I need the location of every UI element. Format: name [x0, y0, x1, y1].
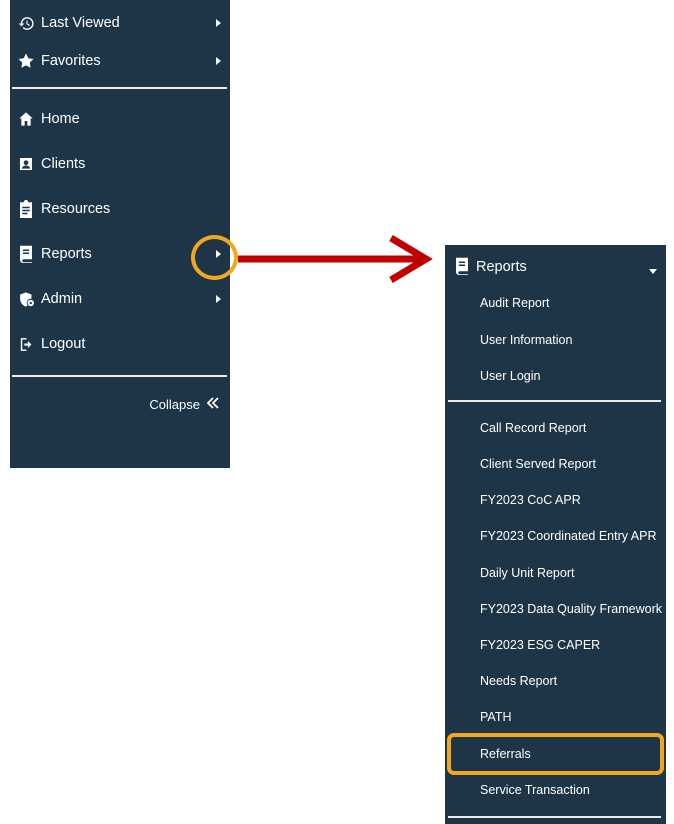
star-icon [17, 52, 35, 70]
double-chevron-left-icon [206, 396, 220, 413]
nav-item-label: Admin [41, 291, 83, 307]
report-path[interactable]: PATH [480, 710, 512, 724]
highlight-box [447, 733, 664, 775]
report-data-quality-framework[interactable]: FY2023 Data Quality Framework [480, 602, 663, 616]
nav-item-logout[interactable]: Logout [10, 329, 230, 359]
report-referrals[interactable]: Referrals [480, 747, 531, 761]
menu-divider [12, 375, 227, 377]
nav-item-label: Home [41, 111, 80, 127]
chevron-right-icon[interactable] [216, 19, 221, 27]
report-call-record[interactable]: Call Record Report [480, 421, 587, 435]
callout-arrow-icon [238, 234, 433, 284]
home-icon [17, 110, 35, 128]
report-user-login[interactable]: User Login [480, 369, 541, 383]
report-icon [454, 257, 470, 275]
collapse-label: Collapse [149, 397, 200, 412]
nav-item-label: Clients [41, 156, 86, 172]
report-coc-apr[interactable]: FY2023 CoC APR [480, 493, 581, 507]
chevron-right-icon[interactable] [216, 57, 221, 65]
clipboard-icon [17, 200, 35, 218]
report-coordinated-entry-apr[interactable]: FY2023 Coordinated Entry APR [480, 529, 657, 543]
report-icon [17, 245, 35, 263]
nav-item-clients[interactable]: Clients [10, 149, 230, 179]
nav-item-resources[interactable]: Resources [10, 194, 230, 224]
report-esg-caper[interactable]: FY2023 ESG CAPER [480, 638, 601, 652]
submenu-title: Reports [476, 259, 527, 275]
report-client-served[interactable]: Client Served Report [480, 457, 597, 471]
nav-item-label: Favorites [41, 53, 101, 69]
nav-item-label: Last Viewed [41, 15, 120, 31]
reports-submenu: Reports Audit Report User Information Us… [445, 245, 666, 824]
chevron-right-icon[interactable] [216, 295, 221, 303]
menu-divider [448, 816, 661, 818]
nav-item-label: Resources [41, 201, 111, 217]
menu-divider [448, 400, 661, 402]
nav-item-label: Logout [41, 336, 86, 352]
client-card-icon [17, 155, 35, 173]
nav-item-home[interactable]: Home [10, 104, 230, 134]
reports-submenu-header[interactable]: Reports [445, 250, 666, 284]
history-icon [17, 14, 35, 32]
collapse-button[interactable]: Collapse [149, 396, 220, 413]
side-navigation: Last Viewed Favorites Home Clients Resou… [10, 0, 230, 468]
report-audit-report[interactable]: Audit Report [480, 296, 550, 310]
report-user-information[interactable]: User Information [480, 333, 573, 347]
report-service-transaction[interactable]: Service Transaction [480, 783, 590, 797]
nav-item-favorites[interactable]: Favorites [10, 46, 230, 76]
chevron-down-icon[interactable] [649, 269, 657, 274]
report-needs[interactable]: Needs Report [480, 674, 558, 688]
menu-divider [12, 87, 227, 89]
nav-item-admin[interactable]: Admin [10, 284, 230, 314]
logout-icon [17, 335, 35, 353]
report-daily-unit[interactable]: Daily Unit Report [480, 566, 575, 580]
highlight-circle [191, 235, 238, 280]
nav-item-last-viewed[interactable]: Last Viewed [10, 8, 230, 38]
nav-item-label: Reports [41, 246, 92, 262]
shield-gear-icon [17, 290, 35, 308]
